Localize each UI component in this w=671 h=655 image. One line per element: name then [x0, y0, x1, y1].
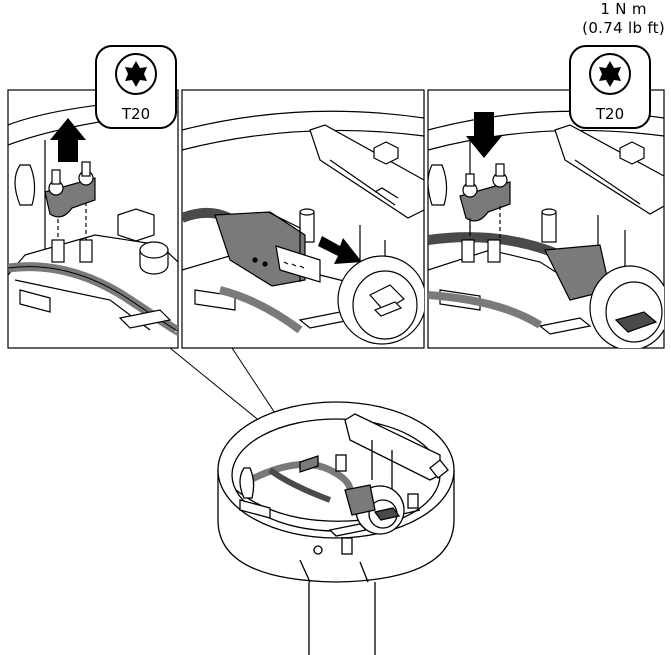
tool-badge-right: [569, 45, 651, 129]
torque-imperial: (0.74 lb ft): [582, 19, 665, 37]
tool-badge-label-right: T20: [595, 105, 624, 123]
arrow-up-icon: [50, 118, 86, 162]
arrow-right-icon: [318, 236, 362, 264]
tool-badge-left: [95, 45, 177, 129]
torx-icon: [115, 53, 157, 95]
main-assembly-drawing: [217, 401, 455, 583]
tool-badge-label-left: T20: [121, 105, 150, 123]
torque-value: 1 N m: [600, 0, 647, 18]
arrow-down-icon: [466, 112, 502, 158]
panel-step-3: [427, 89, 665, 349]
network-connector-part: [214, 211, 321, 287]
panel-step-1: [7, 89, 179, 349]
panel-step-2: [181, 89, 425, 349]
cable-clamp-part: [459, 163, 511, 240]
cable-clamp-part: [44, 161, 96, 218]
mount-pipe: [308, 582, 376, 655]
torx-icon: [589, 53, 631, 95]
torque-spec: 1 N m (0.74 lb ft): [582, 0, 665, 38]
